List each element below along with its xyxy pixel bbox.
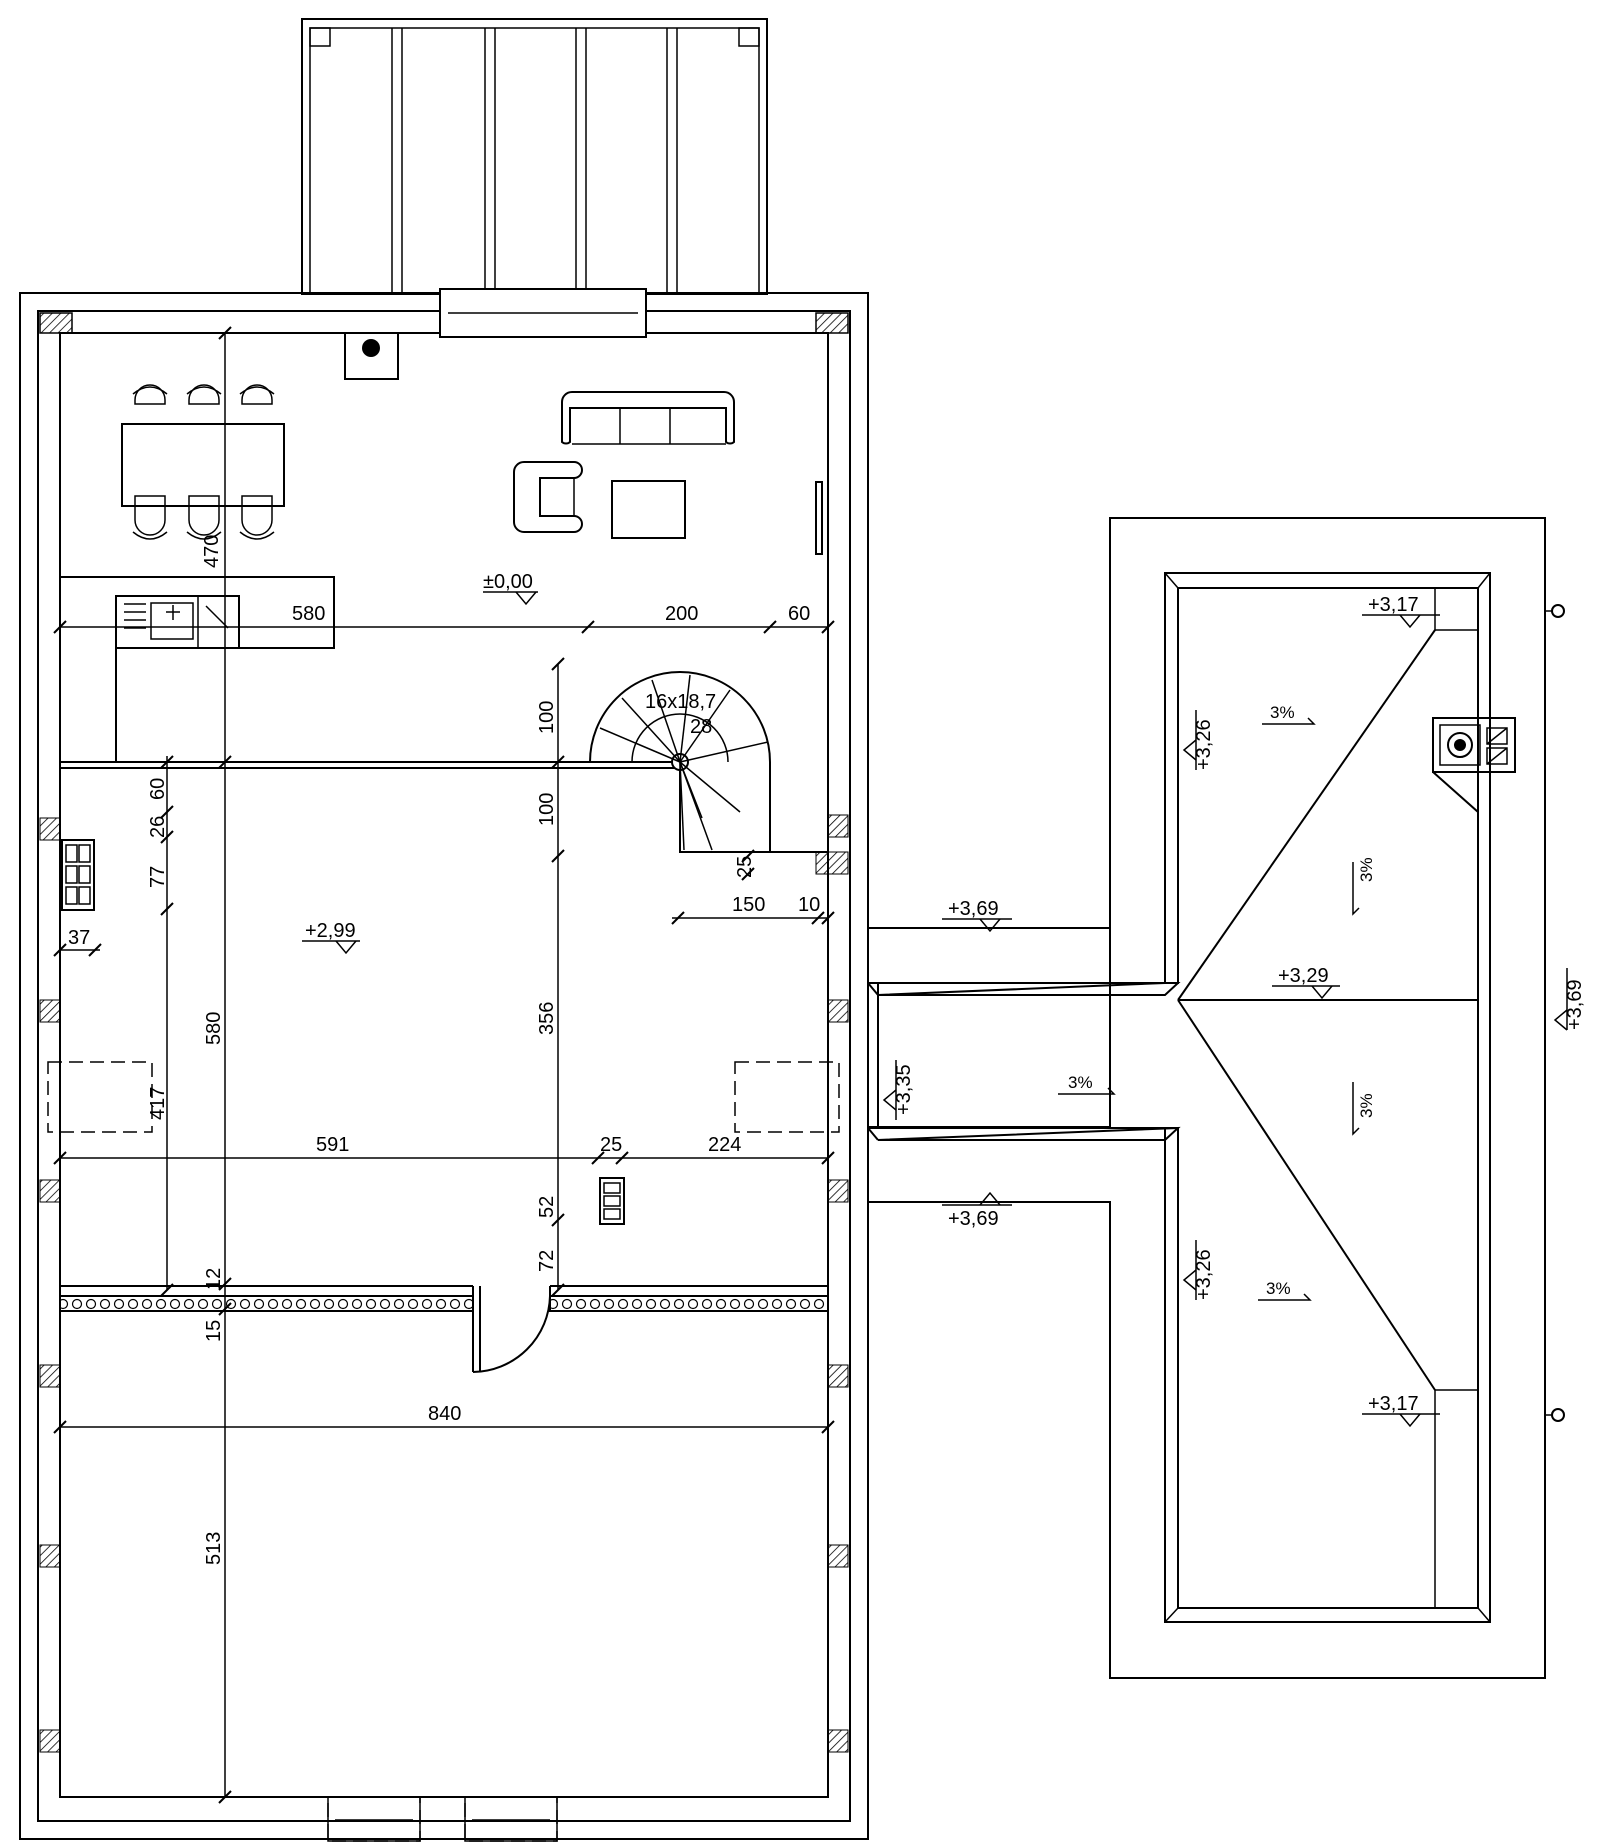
level-369-right: +3,69 (1564, 979, 1586, 1030)
dim-25-stair: 25 (734, 856, 756, 878)
living-furniture (513, 391, 823, 555)
roof-slopes: 3% 3% 3% 3% 3% (1058, 703, 1376, 1301)
dim-840: 840 (428, 1403, 461, 1425)
upper-floor-edge (60, 761, 680, 769)
roof-plan (867, 517, 1565, 1679)
dining-table (121, 384, 285, 540)
dim-150: 150 (732, 894, 765, 916)
level-369-bottom: +3,69 (948, 1208, 999, 1230)
dimension-ticks (53, 326, 835, 1804)
level-markers-roof: +3,69 +3,69 +3,69 +3,35 +3,17 +3,17 +3,2… (882, 594, 1586, 1428)
dim-60-left: 60 (147, 778, 169, 800)
dim-37: 37 (68, 927, 90, 949)
level-326-bottom: +3,26 (1193, 1249, 1215, 1300)
slope-connector: 3% (1068, 1073, 1093, 1092)
dim-200: 200 (665, 603, 698, 625)
ventilation-grille-center (599, 1177, 625, 1225)
dim-591: 591 (316, 1134, 349, 1156)
ventilation-grille (61, 839, 95, 911)
slope-lower: 3% (1266, 1279, 1291, 1298)
terrace (301, 18, 768, 295)
level-326-top: +3,26 (1193, 719, 1215, 770)
dim-356: 356 (536, 1002, 558, 1035)
level-317-top: +3,17 (1368, 594, 1419, 616)
level-299: +2,99 (305, 920, 356, 942)
dim-77: 77 (147, 866, 169, 888)
level-369-top: +3,69 (948, 898, 999, 920)
dim-470: 470 (201, 535, 223, 568)
level-000: ±0,00 (483, 571, 533, 593)
building-walls (19, 292, 869, 1840)
slope-upper: 3% (1270, 703, 1295, 722)
dim-10: 10 (798, 894, 820, 916)
dim-12: 12 (203, 1268, 225, 1290)
stair-label-2: 28 (690, 716, 712, 738)
dimension-lines (60, 333, 828, 1797)
dim-580-horizontal: 580 (292, 603, 325, 625)
dim-100-lower: 100 (536, 793, 558, 826)
level-335: +3,35 (893, 1064, 915, 1115)
dim-15: 15 (203, 1320, 225, 1342)
spiral-staircase: 16x18,7 28 (589, 671, 828, 853)
level-317-bottom: +3,17 (1368, 1393, 1419, 1415)
dim-224: 224 (708, 1134, 741, 1156)
windows (47, 288, 840, 1842)
dim-100-upper: 100 (536, 701, 558, 734)
insulated-partition (59, 1285, 829, 1373)
dim-417: 417 (147, 1087, 169, 1120)
dim-52: 52 (536, 1196, 558, 1218)
dim-580-vertical: 580 (203, 1012, 225, 1045)
slope-right-lower: 3% (1357, 1093, 1376, 1118)
level-markers-interior: ±0,00 +2,99 (302, 571, 538, 955)
dimension-labels: 470 580 200 60 100 100 60 26 77 37 580 3… (68, 535, 820, 1565)
dim-513: 513 (203, 1532, 225, 1565)
dim-26: 26 (147, 816, 169, 838)
level-329: +3,29 (1278, 965, 1329, 987)
kitchen-counter (60, 576, 335, 762)
flue-outlet (344, 332, 399, 380)
dim-25: 25 (600, 1134, 622, 1156)
slope-right-upper: 3% (1357, 857, 1376, 882)
stair-label-1: 16x18,7 (645, 691, 716, 713)
dim-72: 72 (536, 1250, 558, 1272)
dim-60-top: 60 (788, 603, 810, 625)
